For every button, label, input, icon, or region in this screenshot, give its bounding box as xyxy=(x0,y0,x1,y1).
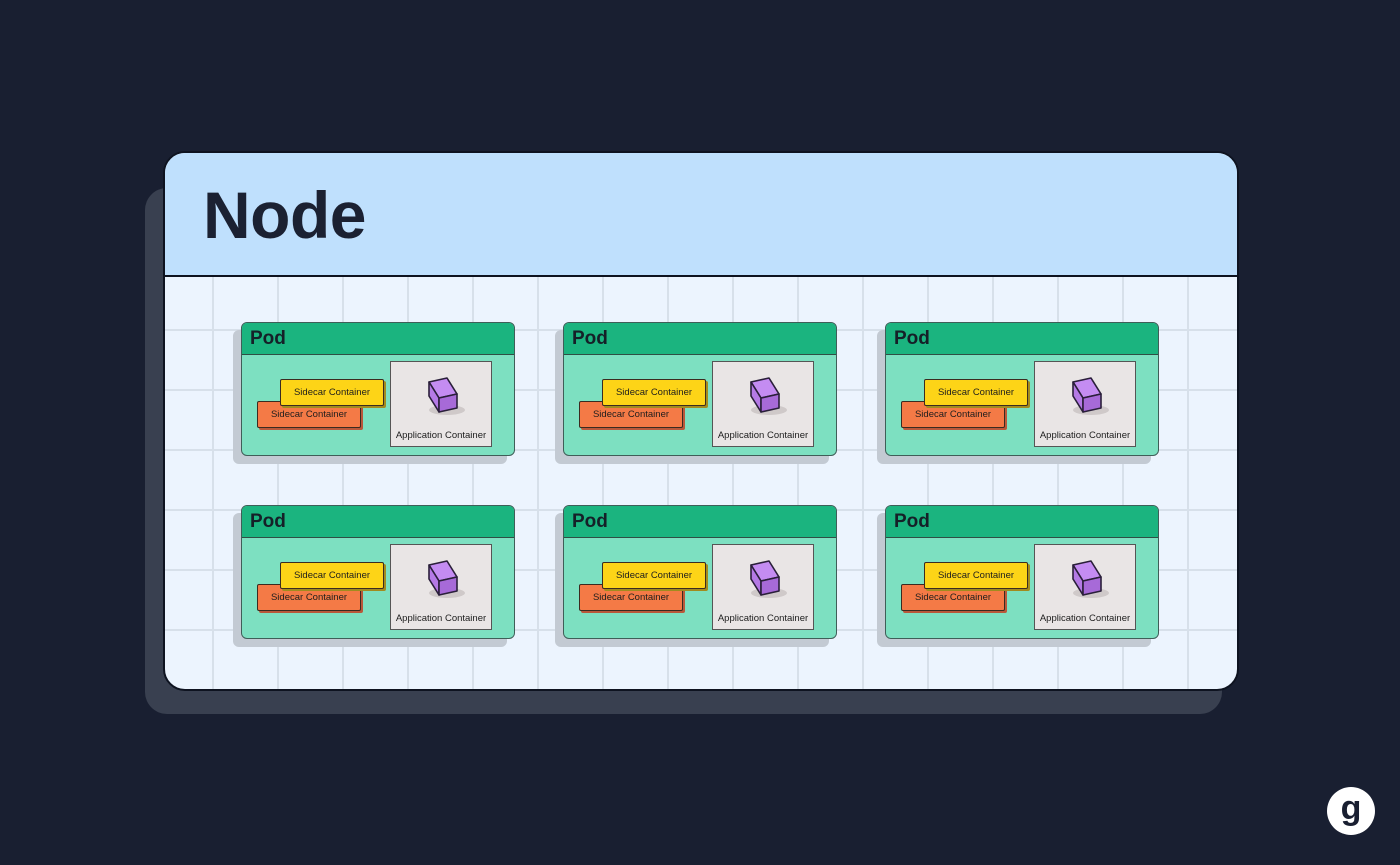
application-container: Application Container xyxy=(1034,544,1136,630)
pod-header: Pod xyxy=(564,323,836,355)
sidecar-container-front: Sidecar Container xyxy=(924,562,1028,589)
cube-icon xyxy=(428,560,465,598)
application-container-label: Application Container xyxy=(395,613,487,624)
cube-icon xyxy=(750,377,787,415)
application-container: Application Container xyxy=(712,544,814,630)
logo-letter: g xyxy=(1340,789,1362,827)
application-container: Application Container xyxy=(1034,361,1136,447)
pod-header: Pod xyxy=(886,323,1158,355)
pod-header: Pod xyxy=(564,506,836,538)
sidecar-container-front: Sidecar Container xyxy=(280,379,384,406)
application-container: Application Container xyxy=(712,361,814,447)
pod-header: Pod xyxy=(242,506,514,538)
pod-title: Pod xyxy=(894,328,930,349)
pod-title: Pod xyxy=(250,328,286,349)
pod-header: Pod xyxy=(242,323,514,355)
application-container: Application Container xyxy=(390,544,492,630)
node-header: Node xyxy=(165,153,1237,277)
sidecar-container-front: Sidecar Container xyxy=(602,379,706,406)
pod-title: Pod xyxy=(572,511,608,532)
cube-icon xyxy=(1072,377,1109,415)
application-container-label: Application Container xyxy=(717,430,809,441)
application-container-label: Application Container xyxy=(1039,613,1131,624)
pod-title: Pod xyxy=(572,328,608,349)
application-container-label: Application Container xyxy=(395,430,487,441)
pod-header: Pod xyxy=(886,506,1158,538)
brand-logo-icon: g xyxy=(1327,787,1375,835)
cube-icon xyxy=(428,377,465,415)
sidecar-container-front: Sidecar Container xyxy=(924,379,1028,406)
application-container-label: Application Container xyxy=(717,613,809,624)
sidecar-container-front: Sidecar Container xyxy=(280,562,384,589)
cube-icon xyxy=(1072,560,1109,598)
node-title: Node xyxy=(203,178,367,252)
pod-title: Pod xyxy=(250,511,286,532)
application-container-label: Application Container xyxy=(1039,430,1131,441)
sidecar-container-front: Sidecar Container xyxy=(602,562,706,589)
cube-icon xyxy=(750,560,787,598)
pod-title: Pod xyxy=(894,511,930,532)
application-container: Application Container xyxy=(390,361,492,447)
